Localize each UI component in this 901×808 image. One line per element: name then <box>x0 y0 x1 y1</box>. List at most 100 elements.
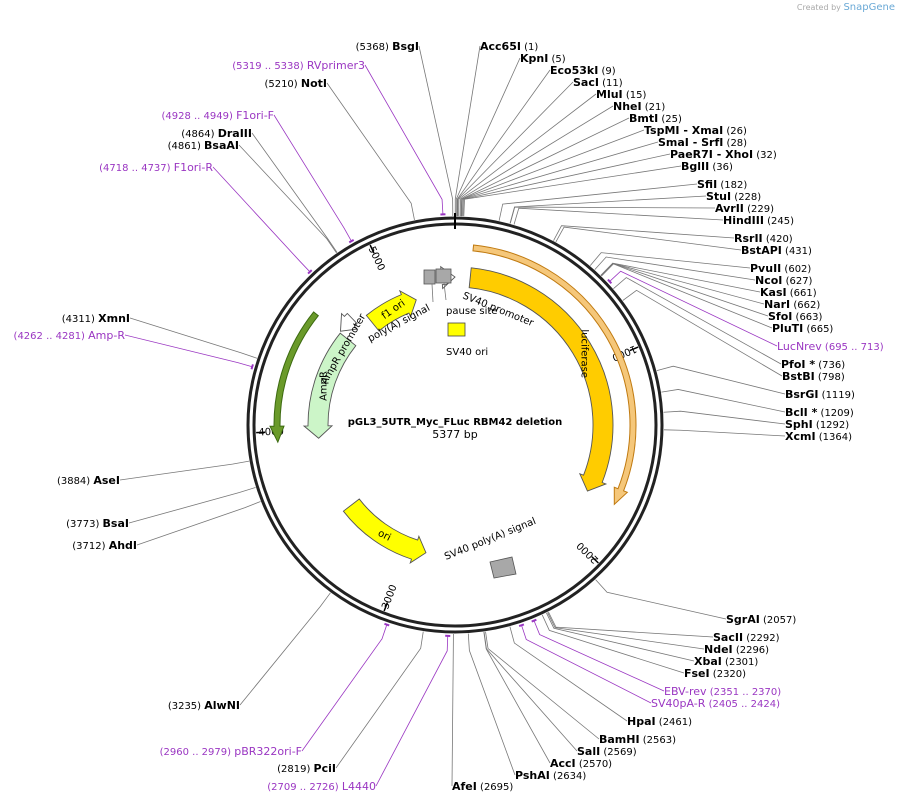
feature-ori-label: ori <box>376 528 393 544</box>
site-sfii-label: SfiI (182) <box>697 178 747 191</box>
sv40-ori-label: SV40 ori <box>446 347 488 358</box>
snapgene-credit: Created by SnapGene <box>797 2 895 13</box>
site-rsrii-leader <box>553 225 735 241</box>
site-hpai-name: HpaI <box>627 715 656 728</box>
site-pshai-label: PshAI (2634) <box>515 769 586 782</box>
site-ebv-rev-name: EBV-rev <box>664 685 707 698</box>
site-rvprimer3-position: (5319 .. 5338) <box>232 61 307 72</box>
feature-ampr-label: AmpR <box>319 371 330 401</box>
site-mlui-position: (15) <box>623 90 647 101</box>
site-ncoi-leader <box>594 256 756 281</box>
tick-5000 <box>369 244 375 254</box>
site-bstapi-name: BstAPI <box>741 244 782 257</box>
site-eco53ki-name: Eco53kI <box>550 64 598 77</box>
site-pfoi-position: (736) <box>815 360 845 371</box>
plasmid-name: pGL3_5UTR_Myc_FLuc RBM42 deletion <box>348 417 562 428</box>
site-bsgi-leader <box>418 45 454 217</box>
site-sv40pa-r-name: SV40pA-R <box>651 697 706 710</box>
site-draiii-position: (4864) <box>181 129 217 140</box>
site-bsrgi-label: BsrGI (1119) <box>785 388 855 401</box>
site-ndei-leader <box>547 612 705 650</box>
site-labels: (5368) BsgI(5319 .. 5338) RVprimer3(5210… <box>14 40 884 793</box>
site-sali-position: (2569) <box>600 747 637 758</box>
site-bcli-label: BclI * (1209) <box>785 406 854 419</box>
site-f1ori-r-position: (4718 .. 4737) <box>99 163 174 174</box>
site-l4440-position: (2709 .. 2726) <box>267 782 342 793</box>
site-sfoi-name: SfoI <box>768 310 792 323</box>
site-saci-position: (11) <box>599 78 623 89</box>
site-xcmi-label: XcmI (1364) <box>785 430 852 443</box>
site-kasi-position: (661) <box>787 288 817 299</box>
site-nari-name: NarI <box>764 298 790 311</box>
site-f1ori-f-leader <box>273 114 352 242</box>
tick-label-3000: 3000 <box>380 583 399 611</box>
site-nhei-label: NheI (21) <box>613 100 665 113</box>
site-asei-name: AseI <box>93 474 120 487</box>
site-acc65i-position: (1) <box>521 42 538 53</box>
site-sfoi-leader <box>600 263 769 317</box>
site-rsrii-position: (420) <box>763 234 793 245</box>
site-pvuii-leader <box>589 252 751 269</box>
site-bsai-leader <box>128 487 256 524</box>
site-stui-label: StuI (228) <box>706 190 761 203</box>
site-bcli-name: BclI * <box>785 406 818 419</box>
site-pluti-name: PluTI <box>772 322 803 335</box>
site-hindiii-leader <box>513 207 724 225</box>
site-bstapi-label: BstAPI (431) <box>741 244 812 257</box>
site-tspmi-xmai-label: TspMI - XmaI (26) <box>644 124 747 137</box>
site-smai-srfi-name: SmaI - SrfI <box>658 136 723 149</box>
site-sfii-name: SfiI <box>697 178 717 191</box>
site-bstbi-label: BstBI (798) <box>782 370 845 383</box>
site-bmti-position: (25) <box>658 114 682 125</box>
site-noti-label: (5210) NotI <box>264 77 327 90</box>
site-l4440-leader <box>375 635 449 787</box>
site-pshai-leader <box>467 633 516 776</box>
site-saci-label: SacI (11) <box>573 76 623 89</box>
site-pbr322ori-f-mark <box>384 622 390 627</box>
map-center: pGL3_5UTR_Myc_FLuc RBM42 deletion 5377 b… <box>348 417 562 441</box>
tick-label-4000: 4000 <box>258 427 284 439</box>
site-f1ori-f-mark <box>348 239 355 244</box>
site-pcii-label: (2819) PciI <box>277 762 336 775</box>
site-noti-name: NotI <box>301 77 327 90</box>
feature-ampr <box>302 332 357 439</box>
site-xbai-name: XbaI <box>694 655 722 668</box>
site-tspmi-xmai-position: (26) <box>723 126 747 137</box>
feature-ampr-promoter <box>340 312 359 332</box>
site-sgrai-name: SgrAI <box>726 613 760 626</box>
site-pbr322ori-f-name: pBR322ori-F <box>234 745 302 758</box>
site-hpai-label: HpaI (2461) <box>627 715 692 728</box>
site-bsai-position: (3773) <box>66 519 102 530</box>
site-sphi-leader <box>663 410 786 425</box>
site-eco53ki-label: Eco53kI (9) <box>550 64 616 77</box>
site-sfii-position: (182) <box>717 180 747 191</box>
site-sv40pa-r-leader <box>521 625 652 704</box>
site-bamhi-leader <box>485 631 600 740</box>
site-draiii-leader <box>251 132 338 253</box>
site-tspmi-xmai-leader <box>460 129 645 217</box>
site-asei-position: (3884) <box>57 476 93 487</box>
site-saci-leader <box>457 81 574 217</box>
site-f1ori-r-leader <box>212 166 311 273</box>
site-bsrgi-name: BsrGI <box>785 388 818 401</box>
site-nari-leader <box>600 262 765 305</box>
sv40-ori-marker <box>447 322 466 337</box>
site-draiii-label: (4864) DraIII <box>181 127 252 140</box>
site-bstbi-name: BstBI <box>782 370 815 383</box>
site-sali-leader <box>483 631 578 752</box>
site-xbai-position: (2301) <box>722 657 759 668</box>
site-pfoi-name: PfoI * <box>781 358 815 371</box>
site-xmni-position: (4311) <box>62 314 98 325</box>
site-bstbi-leader <box>622 289 783 377</box>
site-pcii-name: PciI <box>314 762 336 775</box>
site-acc65i-leader <box>454 45 481 217</box>
site-bsaai-name: BsaAI <box>204 139 239 152</box>
site-amp-r-label: (4262 .. 4281) Amp-R <box>14 329 126 342</box>
site-bamhi-position: (2563) <box>640 735 677 746</box>
site-f1ori-f-label: (4928 .. 4949) F1ori-F <box>161 109 274 122</box>
site-sali-name: SalI <box>577 745 600 758</box>
site-afei-name: AfeI <box>452 780 477 793</box>
pause-site-marker <box>423 269 436 285</box>
site-sphi-name: SphI <box>785 418 813 431</box>
plasmid-length: 5377 bp <box>432 428 477 441</box>
